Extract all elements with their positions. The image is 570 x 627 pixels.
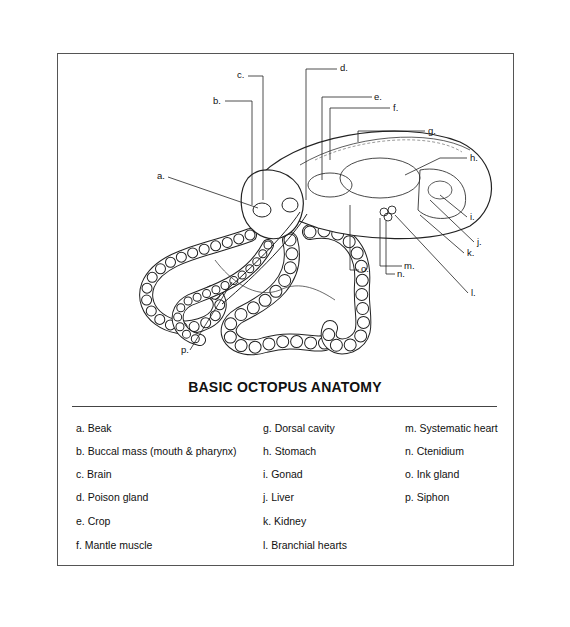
callout-letter: d. [340, 63, 348, 73]
leader-line [322, 97, 372, 180]
leader-line [248, 76, 263, 200]
beak-shape [253, 203, 271, 217]
key-entry: m. Systematic heart [405, 423, 498, 435]
callout-letter: h. [470, 153, 478, 163]
arm [310, 231, 364, 346]
suckers [229, 240, 330, 347]
stomach-shape [340, 158, 420, 198]
callout-letter: g. [428, 126, 436, 136]
leader-line [430, 200, 474, 242]
leader-line [330, 108, 390, 160]
key-entry: l. Branchial hearts [263, 540, 347, 552]
key-entry: a. Beak [76, 423, 112, 435]
callout-letter: k. [467, 248, 474, 258]
callout-letter: m. [404, 261, 415, 271]
suckers [178, 245, 268, 340]
key-entry: b. Buccal mass (mouth & pharynx) [76, 446, 236, 458]
suckers [178, 245, 268, 340]
mantle-muscle-hatch [315, 140, 462, 160]
callout-letter: n. [397, 269, 405, 279]
callout-letter: l. [471, 288, 476, 298]
leader-lines [168, 69, 474, 350]
arm [178, 245, 268, 340]
arm [229, 240, 330, 347]
key-entry: h. Stomach [263, 446, 316, 458]
key-entry: p. Siphon [405, 492, 449, 504]
brain-shape [282, 198, 298, 212]
head-outline [241, 170, 303, 239]
divider-rule [72, 406, 497, 407]
dorsal-cavity [300, 137, 470, 165]
key-entry: g. Dorsal cavity [263, 423, 335, 435]
arms [146, 231, 363, 347]
diagram-title: BASIC OCTOPUS ANATOMY [0, 380, 570, 395]
suckers [229, 240, 330, 347]
leader-line [168, 177, 258, 208]
leader-line [405, 158, 467, 175]
callout-letter: o. [361, 264, 369, 274]
callout-letter: e. [374, 92, 382, 102]
callout-letter: f. [393, 103, 398, 113]
key-entry: o. Ink gland [405, 469, 459, 481]
suckers [310, 231, 364, 346]
arm [178, 245, 268, 340]
heart-shape [380, 208, 388, 216]
callout-letter: i. [470, 212, 475, 222]
callout-letter: j. [477, 237, 482, 247]
heart-shape [384, 213, 392, 221]
frame-border [58, 54, 514, 566]
key-entry: n. Ctenidium [405, 446, 464, 458]
arm [310, 231, 364, 346]
leader-line [386, 221, 395, 274]
callout-letter: p. [181, 345, 189, 355]
callout-letter: b. [213, 96, 221, 106]
gonad-shape [428, 181, 452, 199]
key-entry: c. Brain [76, 469, 112, 481]
leader-line [225, 101, 252, 205]
leader-line [380, 218, 402, 266]
leader-line [420, 215, 464, 253]
leader-line [358, 131, 425, 142]
leader-line [306, 69, 337, 200]
leader-line [395, 215, 468, 293]
suckers [310, 231, 364, 346]
crop-shape [308, 173, 352, 197]
key-entry: k. Kidney [263, 516, 306, 528]
key-entry: j. Liver [263, 492, 294, 504]
siphon-shape [222, 214, 307, 304]
leader-line [190, 282, 232, 350]
key-entry: e. Crop [76, 516, 110, 528]
callout-letter: a. [157, 171, 165, 181]
callout-letter: c. [237, 70, 244, 80]
key-entry: f. Mantle muscle [76, 540, 152, 552]
leader-line [350, 205, 359, 270]
key-entry: d. Poison gland [76, 492, 148, 504]
arm [229, 240, 330, 347]
siphon-shape [215, 212, 300, 300]
key-entry: i. Gonad [263, 469, 303, 481]
